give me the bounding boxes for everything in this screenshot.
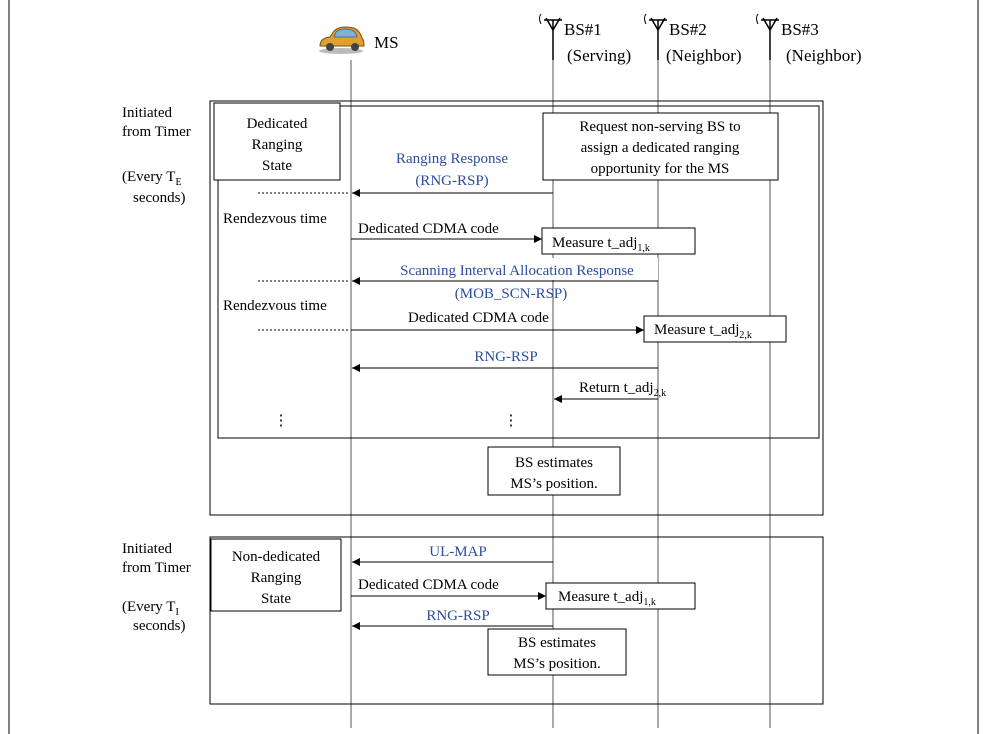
section1-outer-frame	[209, 100, 824, 516]
measure3-text: Measure t_adj1,k	[558, 589, 656, 608]
estimate1-line2: MS’s position.	[510, 476, 598, 492]
measure3-box	[545, 582, 696, 610]
section1-initiated: Initiated	[122, 105, 172, 121]
dedicated-state-box	[213, 102, 341, 181]
msg-ulmap-label: UL-MAP	[429, 544, 487, 560]
msg-ranging-response-label: Ranging Response	[396, 151, 508, 167]
request-note-line3: opportunity for the MS	[591, 161, 730, 177]
section1-from-timer: from Timer	[122, 124, 191, 140]
antenna-icon	[644, 13, 667, 60]
dedicated-state-line1: Dedicated	[247, 116, 308, 132]
msg-cdma2-label: Dedicated CDMA code	[408, 310, 549, 326]
msg-ranging-response-abbr: (RNG-RSP)	[415, 173, 488, 189]
non-dedicated-state-line2: Ranging	[251, 570, 302, 586]
bs1-role: (Serving)	[567, 46, 631, 65]
estimate-box-2	[487, 628, 627, 676]
estimate2-line2: MS’s position.	[513, 656, 601, 672]
measure1-box	[541, 227, 696, 255]
ms-label: MS	[374, 33, 399, 52]
request-note-line1: Request non-serving BS to	[579, 119, 740, 135]
ellipsis-center: ⋮	[504, 413, 519, 429]
section2-seconds: seconds)	[133, 618, 186, 634]
rendezvous-time-1: Rendezvous time	[223, 211, 327, 227]
measure2-box	[643, 315, 787, 343]
non-dedicated-state-line3: State	[261, 591, 291, 607]
section1-seconds: seconds)	[133, 190, 186, 206]
section2-every: (Every TI	[122, 599, 179, 618]
section1-every: (Every TE	[122, 169, 182, 188]
dedicated-state-line3: State	[262, 158, 292, 174]
antenna-icon	[756, 13, 779, 60]
ellipsis-left: ⋮	[274, 413, 289, 429]
measure2-text: Measure t_adj2,k	[654, 322, 752, 341]
non-dedicated-state-line1: Non-dedicated	[232, 549, 321, 565]
rendezvous-time-2: Rendezvous time	[223, 298, 327, 314]
antenna-icon	[539, 13, 562, 60]
bs3-label: BS#3	[781, 20, 819, 39]
section2-initiated: Initiated	[122, 541, 172, 557]
section2-from-timer: from Timer	[122, 560, 191, 576]
msg-cdma1-label: Dedicated CDMA code	[358, 221, 499, 237]
return-text: Return t_adj2,k	[579, 380, 666, 399]
msg-rng-rsp2-label: RNG-RSP	[426, 608, 489, 624]
msg-scan-label: Scanning Interval Allocation Response	[400, 263, 634, 279]
estimate-box-1	[487, 446, 621, 496]
section2-frame	[209, 536, 824, 705]
car-icon	[319, 26, 365, 54]
msg-scan-label-bg	[376, 258, 658, 280]
bs3-role: (Neighbor)	[786, 46, 862, 65]
bs2-role: (Neighbor)	[666, 46, 742, 65]
estimate1-line1: BS estimates	[515, 455, 593, 471]
request-note-box	[542, 112, 779, 181]
section1-inner-frame	[217, 105, 820, 439]
msg-rng-rsp-label: RNG-RSP	[474, 349, 537, 365]
msg-cdma3-label: Dedicated CDMA code	[358, 577, 499, 593]
measure1-text: Measure t_adj1,k	[552, 235, 650, 254]
request-note-line2: assign a dedicated ranging	[581, 140, 740, 156]
msg-scan-abbr: (MOB_SCN-RSP)	[455, 286, 568, 302]
dedicated-state-line2: Ranging	[252, 137, 303, 153]
estimate2-line1: BS estimates	[518, 635, 596, 651]
bs1-label: BS#1	[564, 20, 602, 39]
bs2-label: BS#2	[669, 20, 707, 39]
non-dedicated-state-box	[210, 538, 342, 612]
